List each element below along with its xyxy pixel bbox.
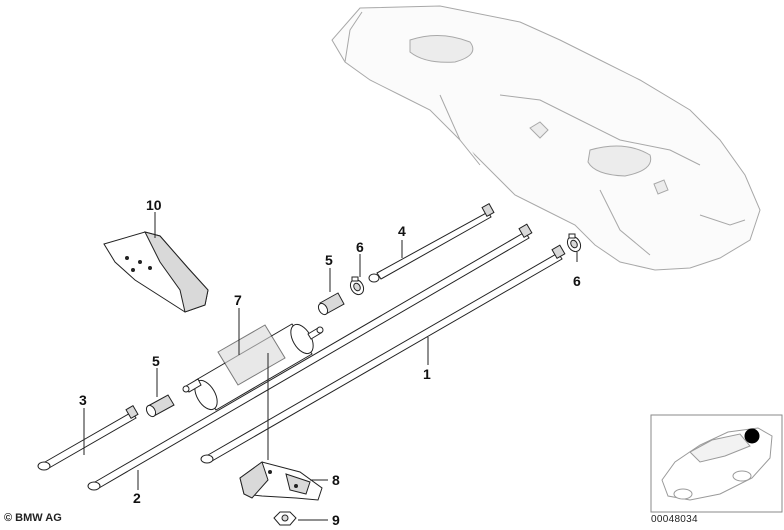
leader-lines xyxy=(83,212,578,521)
hose-sleeve-5-lower xyxy=(145,394,175,418)
callout-9: 9 xyxy=(332,512,340,528)
fuel-line-3 xyxy=(37,404,139,471)
callout-7: 7 xyxy=(234,292,242,308)
callout-5-lower: 5 xyxy=(152,353,160,369)
heat-shield-10 xyxy=(103,231,209,313)
callout-4: 4 xyxy=(398,223,406,239)
callout-10: 10 xyxy=(146,197,162,213)
copyright-notice: © BMW AG xyxy=(4,512,62,524)
hose-clamp-6-right xyxy=(566,233,582,253)
callout-8: 8 xyxy=(332,472,340,488)
fuel-line-2 xyxy=(87,223,533,491)
part-location-marker xyxy=(744,428,760,444)
drawing-number: 00048034 xyxy=(651,514,698,525)
callout-1: 1 xyxy=(423,366,431,382)
callout-2: 2 xyxy=(133,490,141,506)
vehicle-locator-icon xyxy=(650,414,783,513)
hex-nut-9 xyxy=(273,511,297,526)
callout-labels: 1 2 3 4 5 5 6 6 7 8 9 10 xyxy=(79,197,581,528)
fuel-filter-7 xyxy=(182,323,324,411)
callout-6-right: 6 xyxy=(573,273,581,289)
hose-clamp-6-left xyxy=(349,276,365,296)
hose-sleeve-5-upper xyxy=(317,292,345,316)
fuel-tank xyxy=(331,5,761,271)
fuel-line-4 xyxy=(368,203,495,283)
fuel-line-1 xyxy=(200,244,566,464)
filter-bracket-8 xyxy=(239,461,323,501)
callout-3: 3 xyxy=(79,392,87,408)
callout-6-left: 6 xyxy=(356,239,364,255)
callout-5-upper: 5 xyxy=(325,252,333,268)
